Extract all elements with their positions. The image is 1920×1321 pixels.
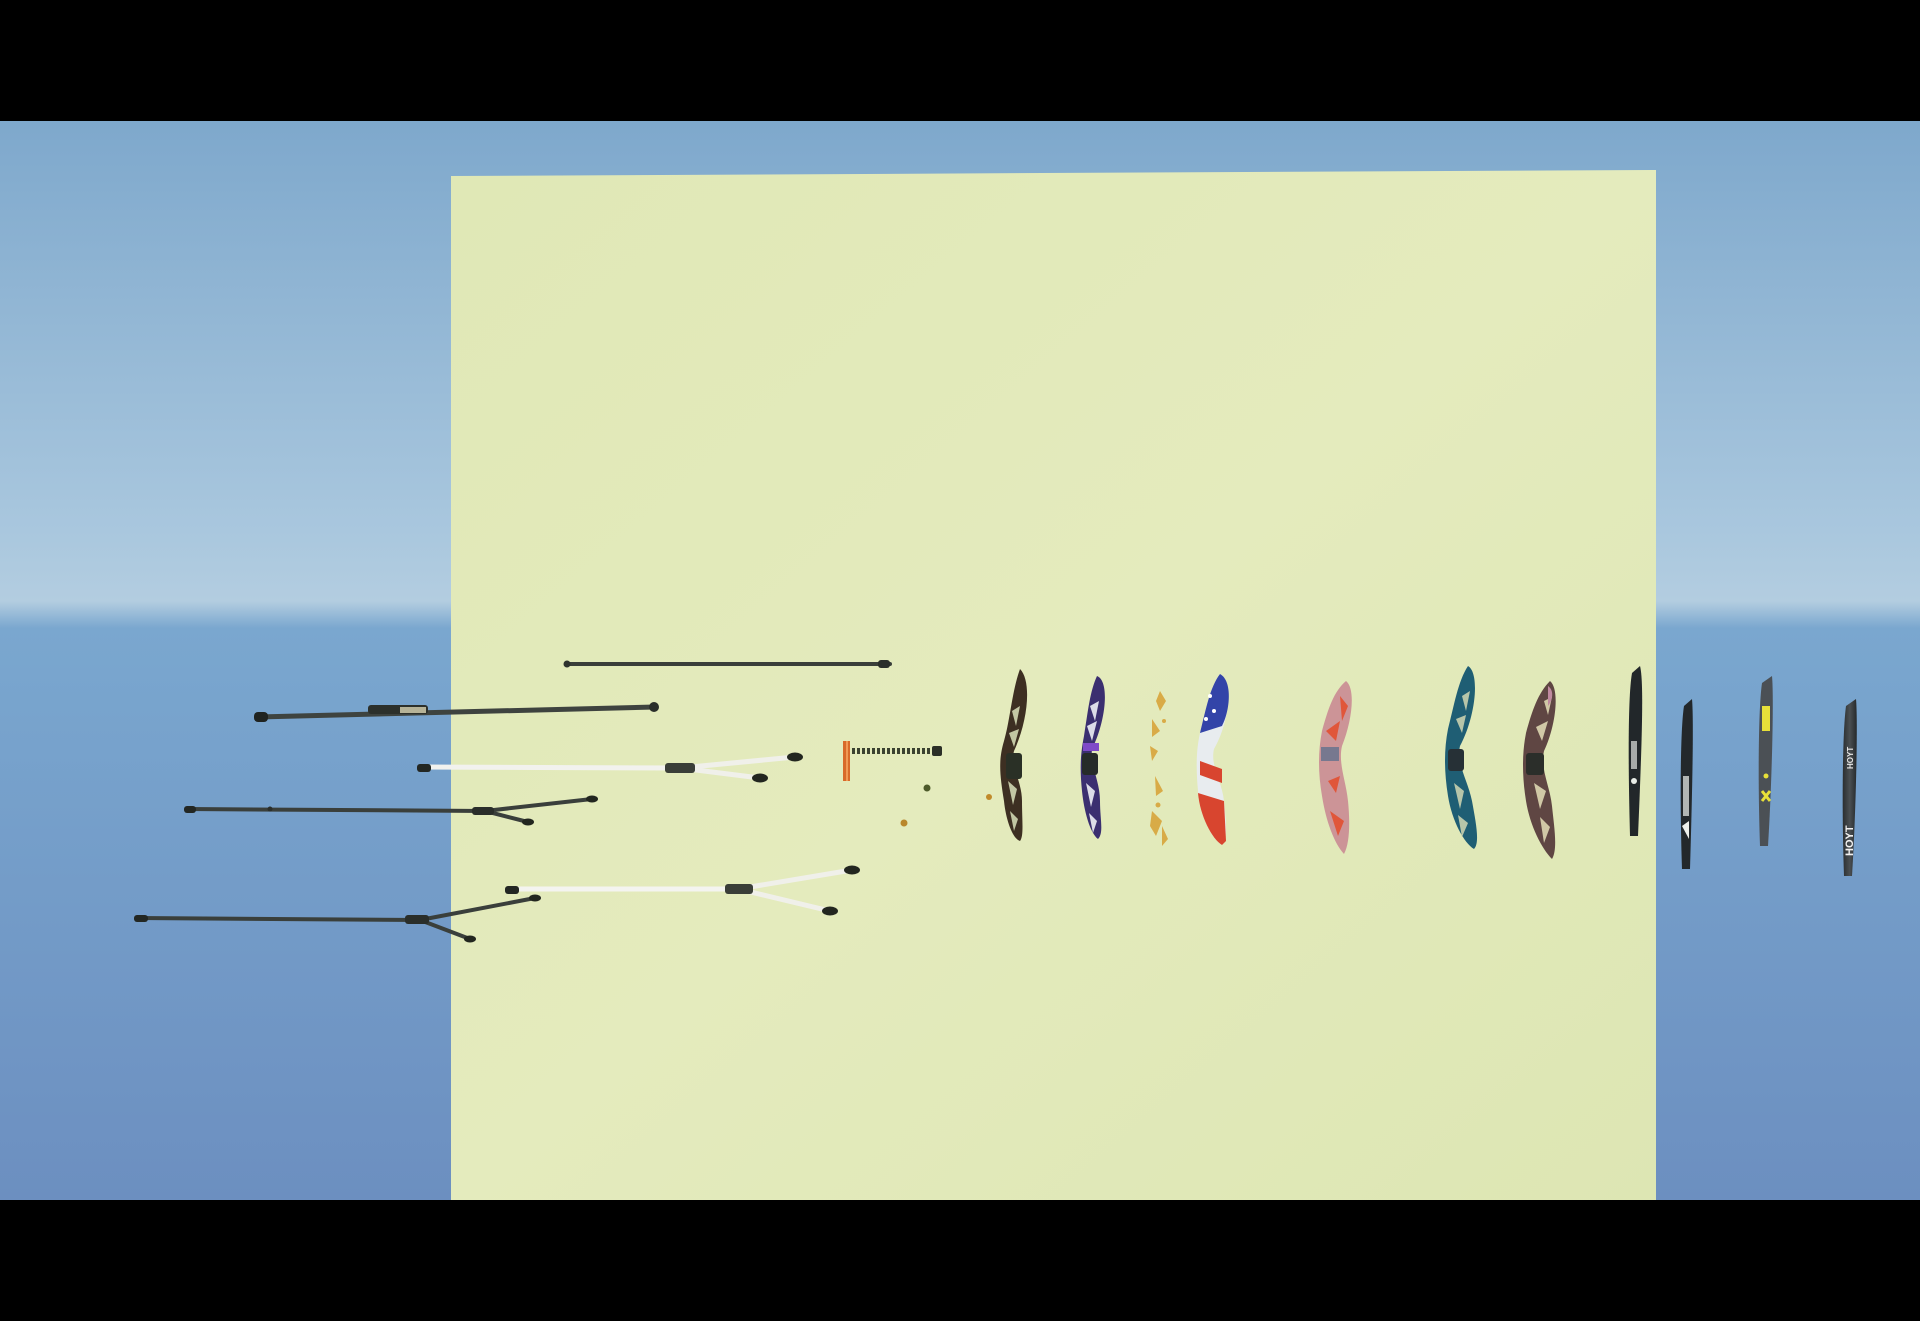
letterbox-top bbox=[0, 0, 1920, 121]
riser-pink[interactable] bbox=[1523, 681, 1556, 859]
v-bar-stabilizer-black[interactable] bbox=[134, 894, 541, 943]
arrow-rest-pieces bbox=[900, 784, 992, 827]
v-bar-stabilizer-white[interactable] bbox=[505, 865, 860, 916]
limb-label-hoyt: HOYT bbox=[1844, 825, 1856, 856]
letterbox-bottom bbox=[0, 1200, 1920, 1321]
riser-teal[interactable] bbox=[1445, 666, 1478, 849]
riser-orange[interactable] bbox=[1319, 681, 1352, 854]
limb-label-hoyt-logo: HOYT bbox=[1846, 747, 1855, 769]
riser-dark-brown[interactable] bbox=[1000, 669, 1028, 841]
riser-gold-decal[interactable] bbox=[1150, 691, 1168, 846]
long-rod-stabilizer[interactable] bbox=[254, 702, 659, 722]
backdrop-panel bbox=[451, 170, 1656, 1200]
v-bar-stabilizer-black[interactable] bbox=[184, 795, 598, 826]
riser-usa-flag[interactable] bbox=[1196, 674, 1229, 845]
limb-gray-hoyt[interactable]: HOYT HOYT bbox=[1842, 699, 1857, 876]
limb-gray-yellow[interactable] bbox=[1758, 676, 1773, 846]
v-bar-stabilizer-white[interactable] bbox=[417, 752, 803, 783]
clicker-plunger-orange[interactable] bbox=[843, 741, 942, 781]
limb-black-1[interactable] bbox=[1628, 666, 1643, 836]
scene-canvas[interactable]: HOYT HOYT bbox=[0, 121, 1920, 1200]
3d-scene[interactable]: HOYT HOYT bbox=[0, 121, 1920, 1200]
riser-purple[interactable] bbox=[1080, 676, 1105, 839]
long-rod-stabilizer[interactable] bbox=[563, 660, 892, 668]
limb-black-2[interactable] bbox=[1680, 699, 1693, 869]
